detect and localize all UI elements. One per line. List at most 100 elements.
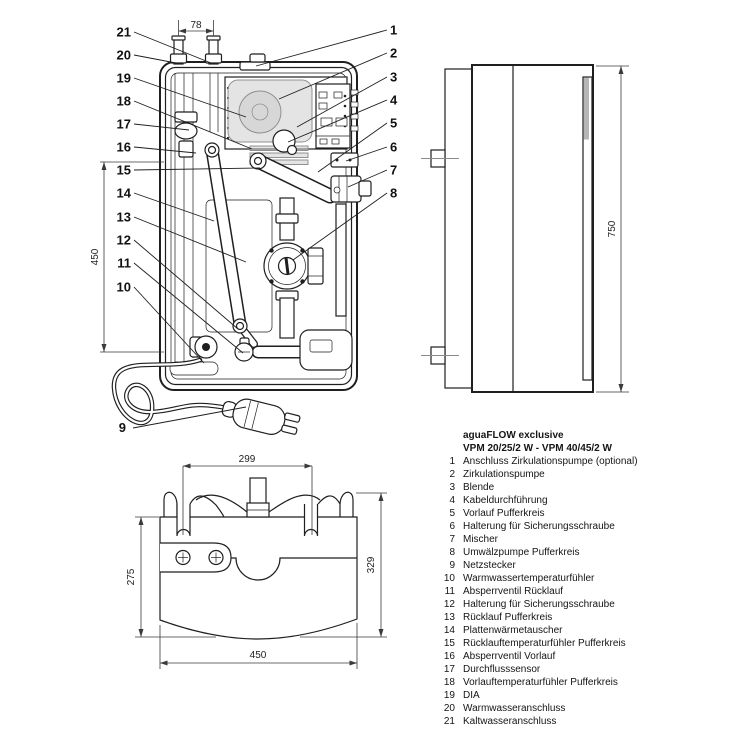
legend-item-label: Anschluss Zirkulationspumpe (optional): [463, 456, 638, 467]
cable-grommet: [272, 129, 298, 156]
legend-item-label: Rücklauftemperaturfühler Pufferkreis: [463, 638, 626, 649]
side-slot-shading: [583, 77, 589, 140]
dim-275-label: 275: [126, 568, 137, 585]
legend-item-number: 12: [443, 599, 455, 610]
cold-water-connection: [204, 35, 223, 65]
callout-numbers-left: 21 20 19 18 17 16 15 14 13 12 11 10 9: [117, 25, 132, 436]
legend-item-number: 2: [449, 469, 455, 480]
mixer: [330, 175, 372, 203]
bottom-mid-line: [160, 557, 357, 581]
legend-item-number: 10: [443, 573, 455, 584]
legend-item-number: 5: [449, 508, 455, 519]
legend-item-label: Halterung für Sicherungsschraube: [463, 521, 615, 532]
legend-item: 12 Halterung für Sicherungsschraube: [420, 598, 738, 611]
legend-item-number: 9: [449, 560, 455, 571]
legend-item: 5 Vorlauf Pufferkreis: [420, 507, 738, 520]
legend-item-label: Plattenwärmetauscher: [463, 625, 563, 636]
bottom-view: 299 275 329 450: [126, 454, 387, 669]
legend-item-label: Durchflusssensor: [463, 664, 541, 675]
dim-bottom-port-spacing: 299: [182, 454, 313, 535]
callout-number-1: 1: [390, 23, 397, 38]
side-body: [471, 64, 594, 393]
callout-number-5: 5: [390, 116, 397, 131]
hot-water-sensor: [189, 335, 218, 359]
legend-item-label: Mischer: [463, 534, 499, 545]
legend-item-label: Blende: [463, 482, 495, 493]
legend-item-label: DIA: [463, 690, 480, 701]
dim-299-label: 299: [239, 454, 256, 465]
callout-number-18: 18: [117, 94, 131, 109]
electronics-box: [315, 83, 359, 149]
callout-number-2: 2: [390, 46, 397, 61]
legend-item: 14 Plattenwärmetauscher: [420, 624, 738, 637]
dim-78-label: 78: [190, 20, 202, 31]
buffer-flow-pipe: [249, 152, 338, 204]
dim-bottom-width: 450: [159, 623, 358, 669]
dim-side-height: 750: [596, 65, 629, 393]
legend-item-number: 18: [443, 677, 455, 688]
circulation-pump-connection: [249, 53, 266, 63]
callout-number-19: 19: [117, 71, 131, 86]
callout-number-10: 10: [117, 280, 131, 295]
wall-bracket-bottom: [421, 346, 459, 365]
legend-item-number: 7: [449, 534, 455, 545]
dim-bottom-depth-front: 275: [126, 516, 216, 638]
bottom-slot-right: [303, 504, 319, 537]
callout-number-3: 3: [390, 70, 397, 85]
wall-bracket-top: [421, 149, 459, 168]
callout-number-8: 8: [390, 186, 397, 201]
side-slot: [582, 76, 593, 381]
legend-item-number: 19: [443, 690, 455, 701]
return-shutoff-valve: [234, 337, 254, 362]
legend-item-label: Zirkulationspumpe: [463, 469, 545, 480]
dim-750-label: 750: [607, 220, 618, 237]
callout-number-15: 15: [117, 163, 131, 178]
callout-number-14: 14: [117, 186, 132, 201]
callout-number-9: 9: [119, 420, 126, 435]
legend-item-label: Kaltwasseranschluss: [463, 716, 557, 727]
legend-item: 9 Netzstecker: [420, 559, 738, 572]
legend-item-number: 21: [443, 716, 455, 727]
bottom-right-detail: [309, 339, 333, 353]
legend-item-number: 14: [443, 625, 455, 636]
warm-water-connection: [169, 35, 188, 65]
legend-item-number: 20: [443, 703, 455, 714]
legend-item-number: 6: [449, 521, 455, 532]
callout-number-7: 7: [390, 163, 397, 178]
front-view: 78: [90, 20, 372, 435]
legend-item: 17 Durchflusssensor: [420, 663, 738, 676]
legend-item-label: Halterung für Sicherungsschraube: [463, 599, 615, 610]
legend-item-label: Rücklauf Pufferkreis: [463, 612, 553, 623]
dim-bottom-depth-total: 329: [300, 492, 387, 638]
legend-item: 13 Rücklauf Pufferkreis: [420, 611, 738, 624]
legend-item-number: 11: [444, 586, 455, 597]
callout-number-13: 13: [117, 210, 131, 225]
legend-item-label: Absperrventil Rücklauf: [463, 586, 564, 597]
callout-number-11: 11: [117, 256, 131, 271]
bottom-cover-curves: [163, 491, 354, 518]
power-cord: [111, 357, 241, 426]
dia-pipe: [204, 142, 258, 348]
dim-450-front-label: 450: [90, 248, 101, 265]
legend-item: 19 DIA: [420, 689, 738, 702]
side-back-panel: [444, 68, 473, 389]
legend-item: 6 Halterung für Sicherungsschraube: [420, 520, 738, 533]
power-plug: [221, 398, 301, 435]
callout-number-16: 16: [117, 140, 131, 155]
legend-item-number: 13: [443, 612, 455, 623]
legend-item: 11 Absperrventil Rücklauf: [420, 585, 738, 598]
buffer-pump: [263, 197, 324, 339]
legend-item-label: Netzstecker: [463, 560, 516, 571]
legend-item-label: Vorlauf Pufferkreis: [463, 508, 545, 519]
legend-title: aguaFLOW exclusive: [463, 430, 564, 441]
legend-item-number: 17: [443, 664, 455, 675]
legend-item-number: 4: [449, 495, 455, 506]
legend-item: 7 Mischer: [420, 533, 738, 546]
callout-number-12: 12: [117, 233, 131, 248]
